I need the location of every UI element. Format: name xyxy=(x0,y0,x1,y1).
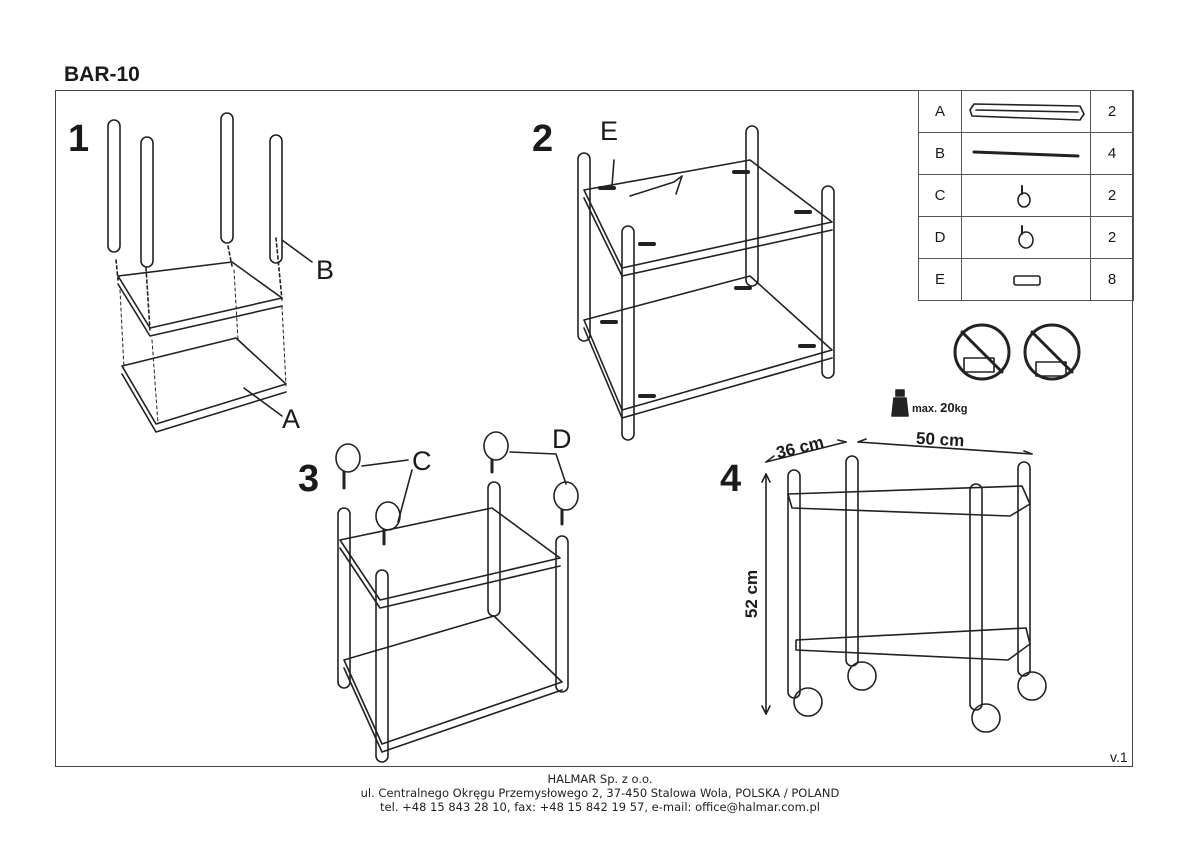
parts-row: E 8 xyxy=(918,258,1134,301)
company-footer: HALMAR Sp. z o.o. ul. Centralnego Okręgu… xyxy=(0,772,1200,814)
step-number-1: 1 xyxy=(68,118,90,160)
max-load-prefix: max. xyxy=(912,403,938,415)
parts-row: D 2 xyxy=(918,216,1134,259)
screw-icon xyxy=(961,258,1091,301)
step1-drawing xyxy=(107,112,313,433)
footer-company: HALMAR Sp. z o.o. xyxy=(547,772,653,786)
part-letter: C xyxy=(918,174,962,217)
product-title: BAR-10 xyxy=(64,63,140,86)
caster-wheel-icon xyxy=(961,174,1091,217)
footer-address: ul. Centralnego Okręgu Przemysłowego 2, … xyxy=(360,786,840,800)
parts-table: A 2 B 4 C 2 D 2 E 8 xyxy=(918,90,1134,301)
footer-contact: tel. +48 15 843 28 10, fax: +48 15 842 1… xyxy=(380,800,820,814)
part-letter: D xyxy=(918,216,962,259)
tube-leg-icon xyxy=(961,132,1091,175)
step4-drawing xyxy=(761,438,1047,733)
step2-drawing xyxy=(577,125,835,441)
dimension-width: 50 cm xyxy=(915,428,965,451)
callout-c: C xyxy=(412,446,432,476)
part-letter: B xyxy=(918,132,962,175)
step-number-4: 4 xyxy=(720,458,742,500)
max-load-unit: kg xyxy=(954,403,968,415)
callout-d: D xyxy=(552,424,572,454)
part-quantity: 8 xyxy=(1090,258,1134,301)
callout-b: B xyxy=(316,255,335,285)
step-number-2: 2 xyxy=(532,118,554,160)
max-load-label: max. 20kg xyxy=(912,400,967,415)
parts-row: C 2 xyxy=(918,174,1134,217)
version-label: v.1 xyxy=(1110,749,1128,765)
part-letter: A xyxy=(918,90,962,133)
callout-a: A xyxy=(282,404,301,434)
part-quantity: 2 xyxy=(1090,90,1134,133)
parts-row: B 4 xyxy=(918,132,1134,175)
dimension-height: 52 cm xyxy=(742,569,762,619)
part-quantity: 2 xyxy=(1090,216,1134,259)
warning-icons xyxy=(953,323,1081,381)
callout-e: E xyxy=(600,116,619,146)
caster-wheel-brake-icon xyxy=(961,216,1091,259)
max-load-value: 20 xyxy=(940,400,955,415)
instruction-frame xyxy=(55,90,1133,767)
part-quantity: 2 xyxy=(1090,174,1134,217)
tray-frame-icon xyxy=(961,90,1091,133)
part-letter: E xyxy=(918,258,962,301)
step3-drawing xyxy=(335,431,579,763)
parts-row: A 2 xyxy=(918,90,1134,133)
weight-icon xyxy=(891,397,909,417)
part-quantity: 4 xyxy=(1090,132,1134,175)
step-number-3: 3 xyxy=(298,458,320,500)
